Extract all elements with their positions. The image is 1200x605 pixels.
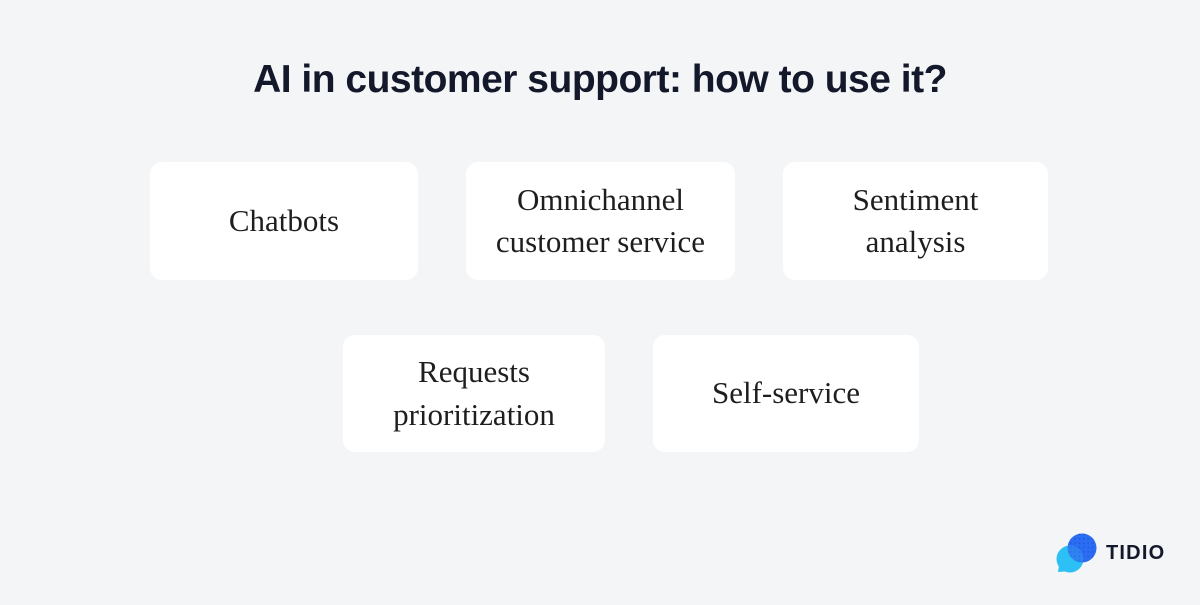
card-label: Chatbots (228, 202, 340, 238)
card-label: Requests prioritization (393, 354, 555, 432)
card-chatbots: Chatbots (150, 162, 418, 280)
card-sentiment-analysis: Sentiment analysis (783, 162, 1048, 280)
brand-logo: TIDIO (1056, 533, 1165, 574)
page-title: AI in customer support: how to use it? (253, 58, 947, 101)
card-label: Omnichannel customer service (495, 181, 706, 259)
brand-name: TIDIO (1106, 542, 1166, 564)
tidio-chat-bubbles-icon (1056, 533, 1097, 573)
card-omnichannel-customer-service: Omnichannel customer service (466, 162, 735, 280)
card-label: Sentiment analysis (852, 181, 979, 259)
card-requests-prioritization: Requests prioritization (343, 335, 605, 452)
card-self-service: Self-service (653, 335, 919, 452)
card-label: Self-service (711, 375, 861, 411)
